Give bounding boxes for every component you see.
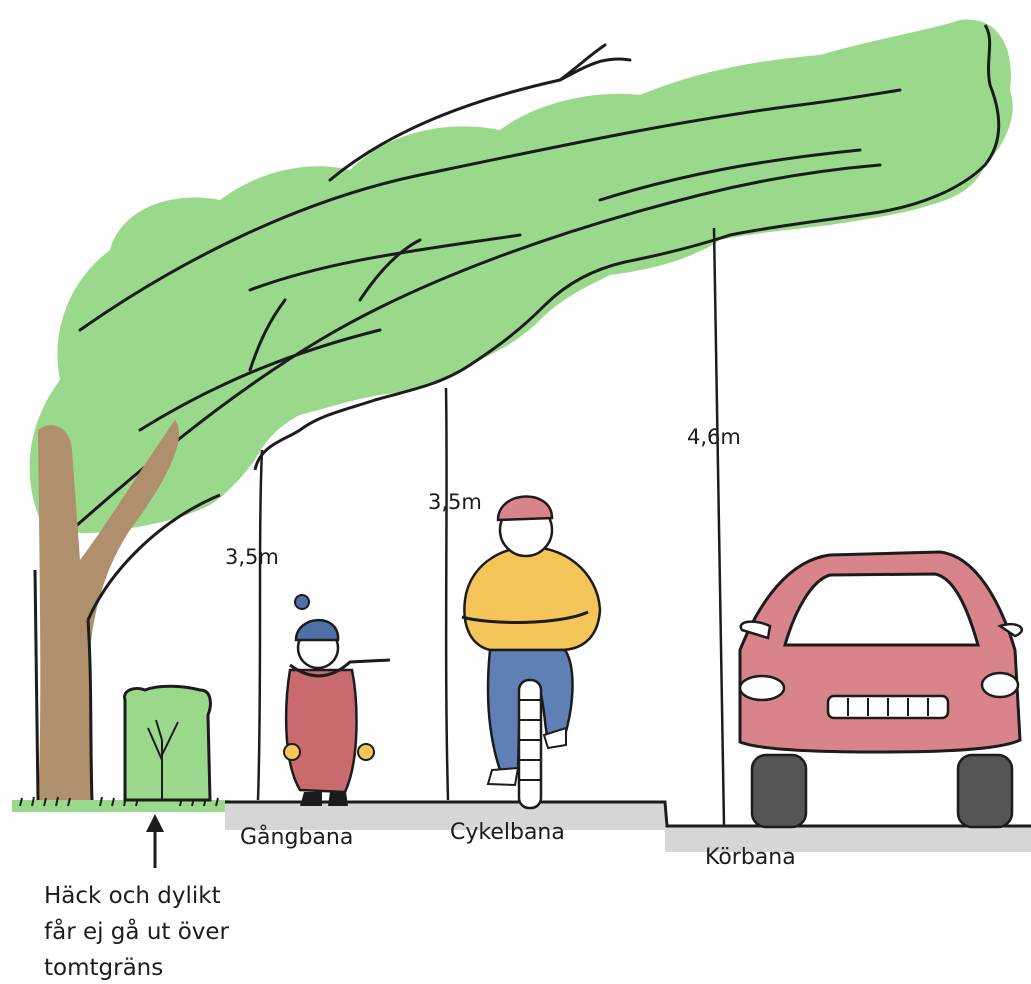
footway-clearance-label: 3,5m — [225, 545, 279, 569]
carriageway-label: Körbana — [705, 845, 796, 870]
car-headlight-right — [982, 673, 1018, 697]
hedge-note-line-2: får ej gå ut över — [44, 914, 284, 950]
car-windshield — [785, 574, 978, 645]
child-hat — [296, 620, 338, 640]
hedge-note-line-3: tomtgräns — [44, 950, 284, 984]
cyclist-cap — [498, 496, 552, 520]
carriageway-clearance-line — [714, 228, 724, 826]
cycleway-label: Cykelbana — [450, 820, 565, 845]
arrow-up-icon — [146, 814, 164, 868]
hedge-note: Häck och dylikt får ej gå ut över tomtgr… — [44, 878, 284, 984]
child-hat-pompom — [295, 595, 309, 609]
cycleway-clearance-line — [446, 388, 448, 800]
car — [740, 552, 1022, 827]
hedge-note-line-1: Häck och dylikt — [44, 878, 284, 914]
carriageway-clearance-label: 4,6m — [687, 425, 741, 449]
child-coat — [286, 670, 356, 792]
cyclist — [462, 496, 600, 808]
car-wheel-right — [958, 755, 1012, 827]
car-headlight-left — [740, 676, 784, 700]
cycleway-clearance-label: 3,5m — [428, 490, 482, 514]
cyclist-jacket — [464, 548, 600, 650]
car-wheel-left — [752, 755, 806, 827]
tree-canopy — [30, 20, 1013, 540]
pedestrian-child — [284, 595, 390, 806]
footway-label: Gångbana — [240, 825, 353, 850]
footway-clearance-line — [258, 450, 262, 800]
child-mitten-left — [284, 744, 300, 760]
child-mitten-right — [358, 744, 374, 760]
